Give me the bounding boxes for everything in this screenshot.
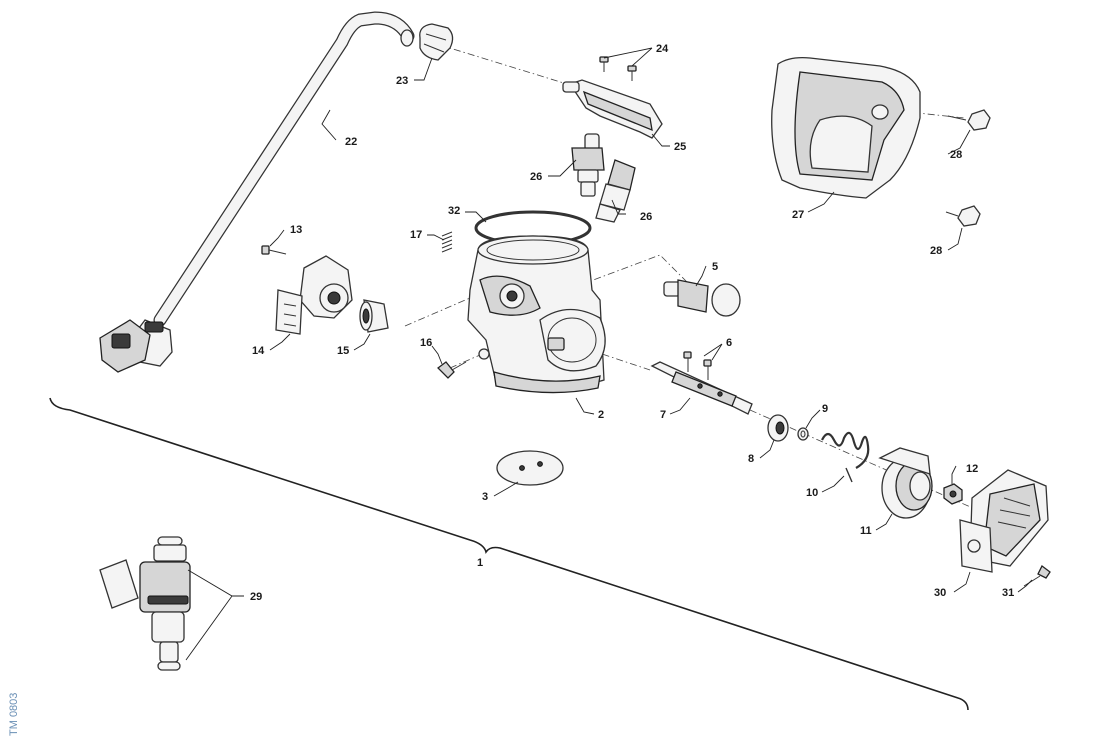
callout-10: 10 bbox=[806, 487, 818, 499]
part-30-pulley-cover bbox=[959, 469, 1049, 573]
part-3-throttle-plate bbox=[496, 450, 564, 486]
part-24-screws bbox=[599, 56, 637, 81]
callout-7: 7 bbox=[660, 409, 666, 421]
figure-code: TM 0803 bbox=[8, 693, 20, 736]
part-12-nut bbox=[943, 483, 963, 505]
callout-3: 3 bbox=[482, 491, 488, 503]
part-29-injector-detail bbox=[99, 536, 191, 671]
callout-1: 1 bbox=[477, 557, 483, 569]
callout-28-b: 28 bbox=[930, 245, 942, 257]
part-16-screw bbox=[437, 361, 467, 379]
callout-24: 24 bbox=[656, 43, 669, 55]
part-17-spring bbox=[441, 231, 453, 253]
part-15-bushing bbox=[359, 299, 389, 333]
part-9-washer bbox=[797, 427, 809, 441]
part-25-fuel-rail bbox=[562, 79, 663, 139]
part-13-screw bbox=[261, 245, 287, 255]
callout-17: 17 bbox=[410, 229, 422, 241]
callout-32: 32 bbox=[448, 205, 460, 217]
part-31-screw bbox=[1023, 565, 1051, 587]
callout-5: 5 bbox=[712, 261, 718, 273]
callout-22: 22 bbox=[345, 136, 357, 148]
callout-labels: 1 2 3 5 6 7 8 9 10 11 12 13 14 15 16 17 … bbox=[250, 43, 1014, 603]
callout-6: 6 bbox=[726, 337, 732, 349]
callout-30: 30 bbox=[934, 587, 946, 599]
callout-14: 14 bbox=[252, 345, 265, 357]
part-6-screws bbox=[683, 351, 712, 380]
part-7-throttle-shaft bbox=[650, 361, 753, 415]
part-28-bolt-b bbox=[945, 205, 981, 227]
callout-16: 16 bbox=[420, 337, 432, 349]
callout-23: 23 bbox=[396, 75, 408, 87]
callout-27: 27 bbox=[792, 209, 804, 221]
callout-9: 9 bbox=[822, 403, 828, 415]
part-8-bearing bbox=[767, 414, 789, 442]
callout-2: 2 bbox=[598, 409, 604, 421]
part-28-bolt-a bbox=[947, 109, 991, 131]
callout-leader-lines bbox=[185, 47, 1033, 661]
callout-29: 29 bbox=[250, 591, 262, 603]
part-26-injector-a bbox=[571, 133, 605, 197]
part-14-throttle-sensor bbox=[275, 255, 353, 335]
assembly-brace bbox=[49, 397, 969, 711]
part-5-idle-valve bbox=[663, 279, 741, 317]
part-2-throttle-body bbox=[467, 235, 606, 394]
part-10-return-spring bbox=[821, 431, 870, 483]
callout-15: 15 bbox=[337, 345, 349, 357]
callout-8: 8 bbox=[748, 453, 754, 465]
hose-elbow-connector bbox=[99, 319, 173, 373]
callout-11: 11 bbox=[860, 525, 872, 537]
callout-31: 31 bbox=[1002, 587, 1014, 599]
callout-13: 13 bbox=[290, 224, 302, 236]
part-27-air-box-cover bbox=[771, 56, 921, 199]
callout-28-a: 28 bbox=[950, 149, 962, 161]
callout-26-b: 26 bbox=[640, 211, 652, 223]
callout-26-a: 26 bbox=[530, 171, 542, 183]
part-11-throttle-pulley bbox=[878, 447, 933, 519]
callout-25: 25 bbox=[674, 141, 686, 153]
part-22-hose bbox=[153, 11, 415, 327]
part-26-injector-b bbox=[595, 159, 636, 223]
callout-12: 12 bbox=[966, 463, 978, 475]
part-23-hose-clip bbox=[419, 23, 454, 61]
